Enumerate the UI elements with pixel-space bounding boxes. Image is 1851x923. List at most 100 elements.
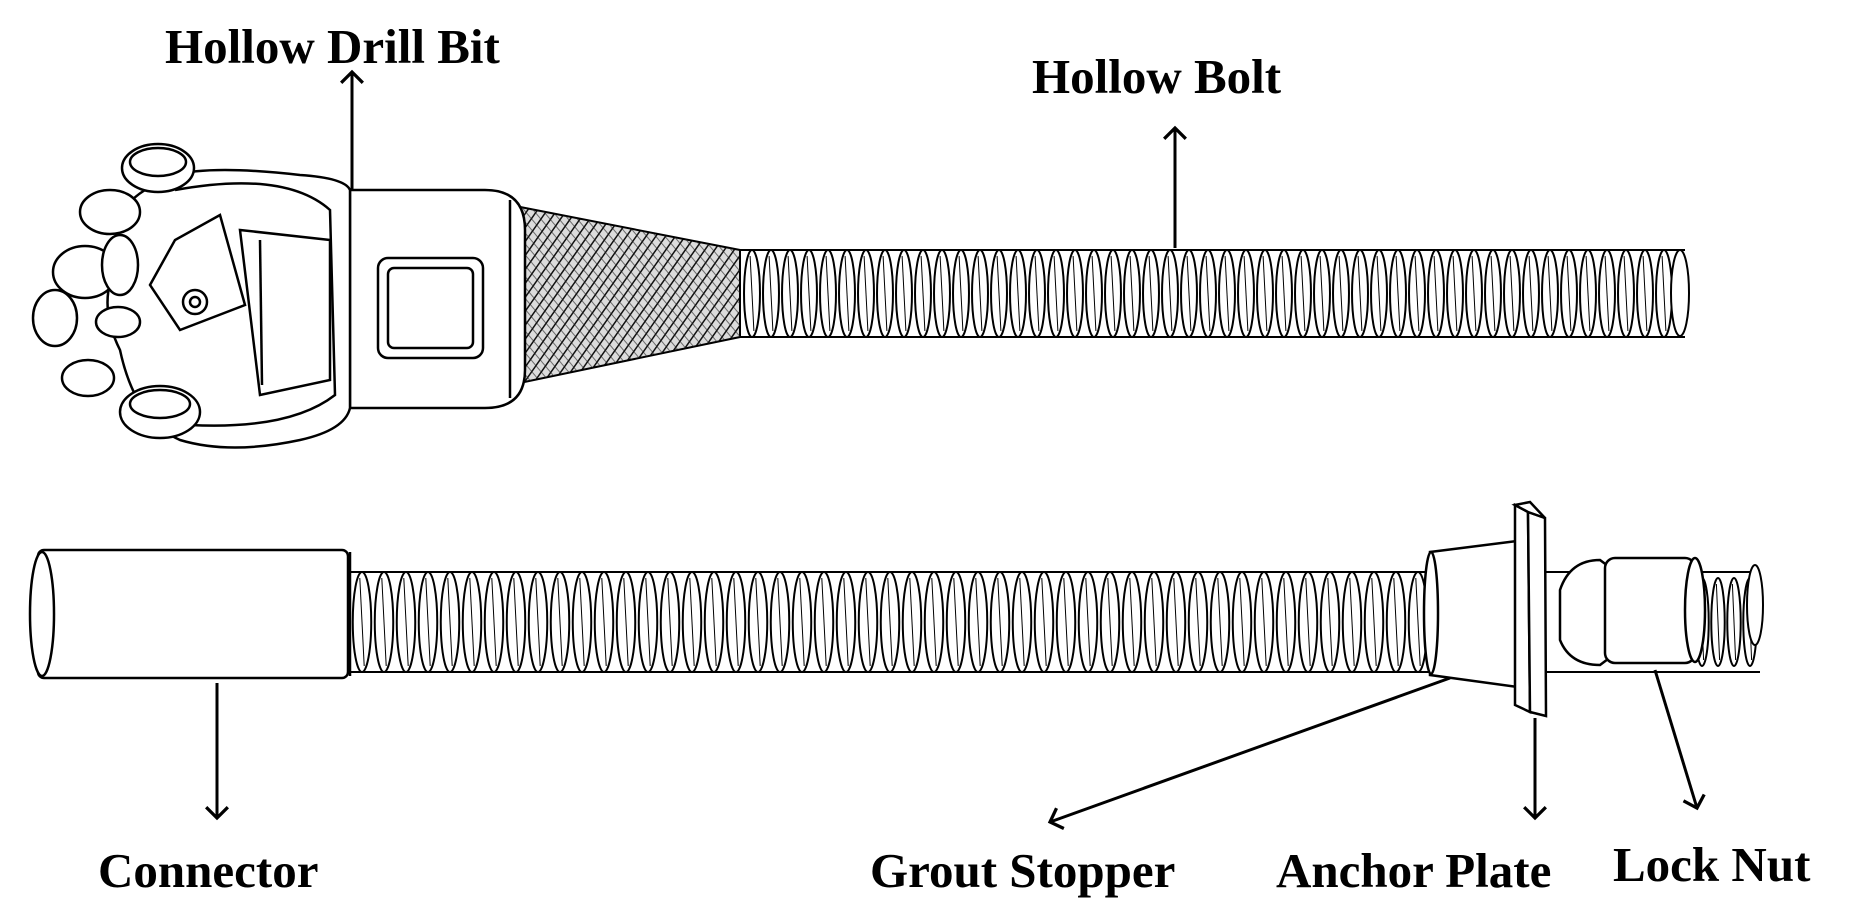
thread-ridge-line — [1300, 255, 1306, 332]
grout-stopper — [1422, 538, 1527, 690]
connector — [28, 548, 352, 680]
thread-ridge — [1598, 249, 1616, 338]
arrow-lock-nut — [1653, 669, 1706, 811]
thread-ridge-line — [557, 577, 563, 667]
thread-ridge — [1143, 571, 1165, 673]
thread-ridge-line — [513, 577, 519, 667]
hollow-drill-bit — [31, 142, 527, 449]
thread-ridge — [373, 571, 395, 673]
thread-ridge — [461, 571, 483, 673]
thread-ridge-line — [601, 577, 607, 667]
thread-ridge — [1011, 571, 1033, 673]
bottom-bolt — [345, 564, 1764, 673]
thread-ridge — [923, 571, 945, 673]
thread-ridge-line — [1642, 255, 1648, 332]
thread-ridge — [1484, 249, 1502, 338]
thread-ridge-line — [920, 255, 926, 332]
thread-ridge-line — [1319, 255, 1325, 332]
thread-ridge-line — [1186, 255, 1192, 332]
thread-ridge — [703, 571, 725, 673]
thread-ridge-line — [1357, 255, 1363, 332]
thread-ridge — [933, 249, 951, 338]
thread-ridge — [1161, 249, 1179, 338]
thread-ridge — [615, 571, 637, 673]
thread-ridge-line — [953, 577, 959, 667]
thread-ridge — [505, 571, 527, 673]
thread-ridge — [769, 571, 791, 673]
thread-ridge-line — [1148, 255, 1154, 332]
thread-ridge-line — [997, 577, 1003, 667]
thread-ridge-line — [1547, 255, 1553, 332]
thread-ridge-line — [623, 577, 629, 667]
thread-ridge-line — [1395, 255, 1401, 332]
thread-ridge-line — [755, 577, 761, 667]
label-anchor-plate: Anchor Plate — [1276, 843, 1552, 898]
thread-ridge — [1313, 249, 1331, 338]
thread-ridge-line — [1452, 255, 1458, 332]
thread-ridge — [1726, 577, 1742, 667]
thread-ridge-line — [749, 255, 755, 332]
thread-ridge-line — [901, 255, 907, 332]
thread-ridge-line — [996, 255, 1002, 332]
thread-ridge-line — [1731, 583, 1737, 661]
thread-ridge-line — [1110, 255, 1116, 332]
thread-ridge-line — [645, 577, 651, 667]
thread-ridge — [1237, 249, 1255, 338]
thread-ridge-line — [1585, 255, 1591, 332]
thread-ridge — [879, 571, 901, 673]
thread-ridge-line — [1471, 255, 1477, 332]
thread-ridge — [990, 249, 1008, 338]
thread-ridge-line — [535, 577, 541, 667]
thread-ridge — [1218, 249, 1236, 338]
thread-ridge — [743, 249, 761, 338]
thread-ridge-line — [843, 577, 849, 667]
thread-ridge-line — [821, 577, 827, 667]
thread-ridge-line — [381, 577, 387, 667]
thread-ridge — [1385, 571, 1407, 673]
thread-ridge-line — [1053, 255, 1059, 332]
thread-ridge — [1165, 571, 1187, 673]
thread-ridge-line — [1715, 583, 1721, 661]
thread-ridge-line — [799, 577, 805, 667]
label-arrows — [205, 69, 1706, 830]
thread-ridge — [800, 249, 818, 338]
thread-ridge-line — [1528, 255, 1534, 332]
thread-ridge-line — [825, 255, 831, 332]
thread-ridge-line — [1305, 577, 1311, 667]
thread-ridge-line — [469, 577, 475, 667]
thread-ridge — [1319, 571, 1341, 673]
thread-ridge-line — [863, 255, 869, 332]
thread-ridge — [1275, 571, 1297, 673]
label-grout-stopper: Grout Stopper — [870, 843, 1176, 898]
thread-ridge-line — [768, 255, 774, 332]
thread-ridge — [483, 571, 505, 673]
thread-ridge-line — [689, 577, 695, 667]
threaded-sleeve — [509, 203, 741, 387]
thread-ridge — [989, 571, 1011, 673]
thread-ridge-line — [787, 255, 793, 332]
thread-ridge-line — [1415, 577, 1421, 667]
thread-ridge-line — [1239, 577, 1245, 667]
thread-ridge-line — [711, 577, 717, 667]
label-lock-nut: Lock Nut — [1613, 837, 1811, 892]
thread-ridge — [1180, 249, 1198, 338]
thread-ridge-line — [1107, 577, 1113, 667]
thread-ridge-line — [1041, 577, 1047, 667]
thread-ridge — [439, 571, 461, 673]
thread-ridge — [417, 571, 439, 673]
thread-ridge-line — [1566, 255, 1572, 332]
thread-ridge-line — [1085, 577, 1091, 667]
thread-ridge — [762, 249, 780, 338]
thread-ridge — [1077, 571, 1099, 673]
thread-ridge-line — [1243, 255, 1249, 332]
thread-ridge — [1341, 571, 1363, 673]
thread-ridge — [1085, 249, 1103, 338]
label-connector: Connector — [98, 843, 319, 898]
thread-ridge — [971, 249, 989, 338]
thread-ridge-line — [667, 577, 673, 667]
thread-ridge — [952, 249, 970, 338]
thread-ridge — [857, 249, 875, 338]
thread-ridge — [549, 571, 571, 673]
thread-ridge — [1187, 571, 1209, 673]
